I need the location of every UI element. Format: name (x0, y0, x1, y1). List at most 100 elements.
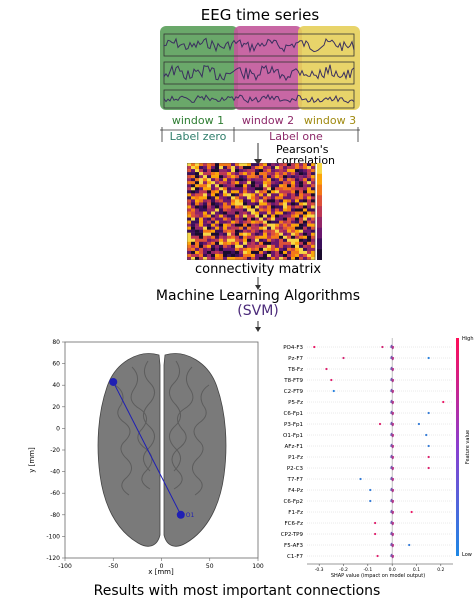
matrix-cell (187, 211, 192, 215)
matrix-cell (191, 178, 196, 182)
matrix-cell (243, 163, 248, 167)
matrix-cell (215, 253, 220, 258)
matrix-cell (207, 208, 212, 212)
matrix-cell (307, 241, 312, 246)
matrix-cell (287, 238, 292, 243)
matrix-cell (271, 187, 276, 191)
matrix-cell (307, 235, 312, 239)
matrix-cell (187, 208, 192, 212)
matrix-cell (215, 166, 220, 170)
shap-zero-dot (392, 379, 395, 381)
arrow-down-3 (255, 321, 261, 332)
shap-plot: PO4-F3Pz-F7T8-FzT8-FT9C2-FT9P5-FzC6-Fp1P… (281, 336, 474, 579)
matrix-cell (243, 235, 248, 239)
matrix-cell (199, 163, 204, 167)
matrix-cell (195, 256, 200, 260)
matrix-cell (211, 175, 216, 179)
brain-ytick-label: 20 (52, 404, 60, 411)
matrix-cell (267, 166, 272, 170)
matrix-cell (279, 190, 284, 194)
matrix-cell (227, 235, 232, 239)
matrix-cell (311, 250, 316, 255)
matrix-cell (211, 223, 216, 227)
matrix-cell (191, 247, 196, 252)
matrix-cell (187, 250, 192, 255)
matrix-cell (263, 202, 268, 206)
matrix-cell (187, 172, 192, 176)
matrix-cell (263, 163, 268, 167)
matrix-cell (231, 250, 236, 255)
matrix-cell (271, 250, 276, 255)
shap-feature-label: P5-Fz (288, 400, 303, 406)
colorbar-title: Feature value (465, 430, 471, 464)
matrix-cell (287, 244, 292, 249)
matrix-cell (195, 223, 200, 227)
matrix-cell (231, 175, 236, 179)
matrix-cell (223, 181, 228, 185)
matrix-cell (311, 166, 316, 170)
matrix-cell (219, 190, 224, 194)
matrix-cell (227, 214, 232, 218)
matrix-cell (203, 220, 208, 224)
matrix-cell (231, 208, 236, 212)
matrix-cell (187, 214, 192, 218)
matrix-cell (211, 166, 216, 170)
matrix-cell (227, 229, 232, 233)
matrix-cell (287, 211, 292, 215)
matrix-cell (267, 190, 272, 194)
matrix-cell (259, 202, 264, 206)
matrix-cell (227, 184, 232, 188)
matrix-cell (191, 205, 196, 209)
matrix-cell (251, 184, 256, 188)
matrix-cell (271, 190, 276, 194)
matrix-cell (223, 193, 228, 197)
matrix-cell (211, 199, 216, 203)
matrix-cell (267, 193, 272, 197)
matrix-cell (207, 169, 212, 173)
matrix-cell (303, 184, 308, 188)
matrix-cell (291, 190, 296, 194)
matrix-cell (207, 202, 212, 206)
matrix-cell (279, 220, 284, 224)
matrix-cell (199, 217, 204, 221)
matrix-cell (295, 175, 300, 179)
shap-point (359, 477, 362, 481)
matrix-cell (247, 169, 252, 173)
matrix-cell (195, 241, 200, 246)
shap-feature-label: FC6-Fz (284, 521, 303, 527)
matrix-cell (243, 199, 248, 203)
brain-xtick-label: -50 (108, 563, 118, 570)
matrix-cell (311, 238, 316, 243)
matrix-cell (263, 220, 268, 224)
matrix-cell (311, 253, 316, 258)
matrix-cell (191, 190, 196, 194)
matrix-cell (243, 205, 248, 209)
matrix-cell (191, 211, 196, 215)
matrix-cell (243, 187, 248, 191)
matrix-cell (191, 202, 196, 206)
shap-zero-dot (392, 423, 395, 425)
matrix-cell (291, 163, 296, 167)
matrix-cell (299, 175, 304, 179)
matrix-cell (307, 196, 312, 200)
matrix-cell (259, 250, 264, 255)
shap-zero-dot (392, 522, 395, 524)
brain-ytick-label: -120 (46, 555, 60, 562)
results-caption: Results with most important connections (93, 583, 381, 599)
matrix-cell (263, 184, 268, 188)
matrix-cell (223, 238, 228, 243)
matrix-cell (311, 175, 316, 179)
matrix-cell (307, 214, 312, 218)
matrix-cell (223, 175, 228, 179)
matrix-cell (199, 241, 204, 246)
matrix-cell (223, 250, 228, 255)
matrix-cell (227, 163, 232, 167)
matrix-cell (199, 190, 204, 194)
matrix-cell (259, 190, 264, 194)
matrix-cell (259, 256, 264, 260)
matrix-cell (239, 196, 244, 200)
matrix-cell (287, 202, 292, 206)
matrix-cell (223, 226, 228, 230)
matrix-cell (283, 241, 288, 246)
matrix-cell (219, 187, 224, 191)
